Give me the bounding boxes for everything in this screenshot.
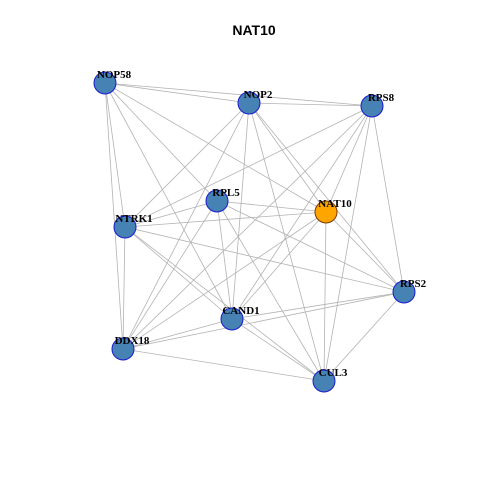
edge-rpl5-cul3: [216, 200, 325, 382]
edge-nop58-ddx18: [104, 82, 124, 350]
edge-ntrk1-ddx18: [122, 226, 126, 350]
edge-ntrk1-rps2: [124, 226, 405, 293]
node-label-ntrk1: NTRK1: [115, 213, 152, 225]
edge-rpl5-ntrk1: [124, 200, 218, 228]
node-circle-nop58[interactable]: [93, 71, 117, 95]
node-circle-cul3[interactable]: [312, 369, 336, 393]
edge-rps2-ddx18: [122, 291, 405, 350]
edge-nat10-cul3: [323, 211, 327, 382]
node-rps2[interactable]: RPS2: [392, 278, 427, 304]
edge-nat10-rps2: [325, 211, 405, 293]
edge-nop2-rps2: [248, 102, 405, 293]
edge-nop58-rpl5: [104, 82, 218, 202]
edge-nat10-ntrk1: [124, 211, 327, 228]
edge-nop2-cand1: [231, 102, 250, 320]
node-circle-rps2[interactable]: [392, 280, 416, 304]
node-circle-rps8[interactable]: [360, 94, 384, 118]
edge-nop58-nat10: [104, 82, 327, 213]
edge-rps8-cul3: [323, 105, 373, 382]
node-cand1[interactable]: CAND1: [220, 305, 260, 331]
edge-rps8-ddx18: [122, 105, 373, 350]
edge-ddx18-cul3: [122, 348, 325, 382]
edge-rps8-rps2: [371, 105, 405, 293]
node-ntrk1[interactable]: NTRK1: [113, 213, 153, 239]
node-rpl5[interactable]: RPL5: [205, 187, 240, 213]
node-label-cul3: CUL3: [319, 367, 348, 379]
node-label-ddx18: DDX18: [115, 335, 150, 347]
node-circle-ddx18[interactable]: [111, 337, 135, 361]
edge-nop2-ddx18: [122, 102, 250, 350]
edge-nop2-nat10: [248, 102, 327, 213]
node-label-rps8: RPS8: [368, 92, 395, 104]
edge-ntrk1-cul3: [124, 226, 325, 382]
edge-rps8-ntrk1: [124, 105, 373, 228]
edge-rps2-cul3: [323, 291, 405, 382]
edge-nop58-nop2: [104, 82, 250, 104]
edge-nop58-ntrk1: [104, 82, 126, 228]
edge-rps8-nat10: [325, 105, 373, 213]
edge-nop58-cand1: [104, 82, 233, 320]
node-rps8[interactable]: RPS8: [360, 92, 395, 118]
edge-nat10-cand1: [231, 211, 327, 320]
edge-cand1-cul3: [231, 318, 325, 382]
node-cul3[interactable]: CUL3: [312, 367, 348, 393]
node-circle-cand1[interactable]: [220, 307, 244, 331]
node-nat10[interactable]: NAT10: [314, 198, 352, 224]
edge-nop2-cul3: [248, 102, 325, 382]
edge-nop58-rps8: [104, 82, 373, 107]
edge-rpl5-ddx18: [122, 200, 218, 350]
edge-rps2-cand1: [231, 291, 405, 320]
node-ddx18[interactable]: DDX18: [111, 335, 150, 361]
edge-ntrk1-cand1: [124, 226, 233, 320]
node-nop2[interactable]: NOP2: [237, 89, 273, 115]
node-label-rpl5: RPL5: [212, 187, 240, 199]
node-label-cand1: CAND1: [222, 305, 259, 317]
node-circle-nop2[interactable]: [237, 91, 261, 115]
edge-nat10-ddx18: [122, 211, 327, 350]
node-circle-ntrk1[interactable]: [113, 215, 137, 239]
edge-rps8-cand1: [231, 105, 373, 320]
node-label-nat10: NAT10: [318, 198, 352, 210]
edge-cand1-ddx18: [122, 318, 233, 350]
node-label-rps2: RPS2: [400, 278, 427, 290]
edge-rpl5-nat10: [216, 200, 327, 213]
edge-rpl5-rps2: [216, 200, 405, 293]
edge-nop2-rps8: [248, 102, 373, 107]
edge-nop2-ntrk1: [124, 102, 250, 228]
node-nop58[interactable]: NOP58: [93, 69, 132, 95]
node-label-nop58: NOP58: [97, 69, 132, 81]
edge-rpl5-cand1: [216, 200, 233, 320]
node-circle-nat10[interactable]: [314, 200, 338, 224]
node-circle-rpl5[interactable]: [205, 189, 229, 213]
edges-layer: [104, 82, 405, 382]
graph-title: NAT10: [232, 22, 276, 38]
node-label-nop2: NOP2: [244, 89, 273, 101]
